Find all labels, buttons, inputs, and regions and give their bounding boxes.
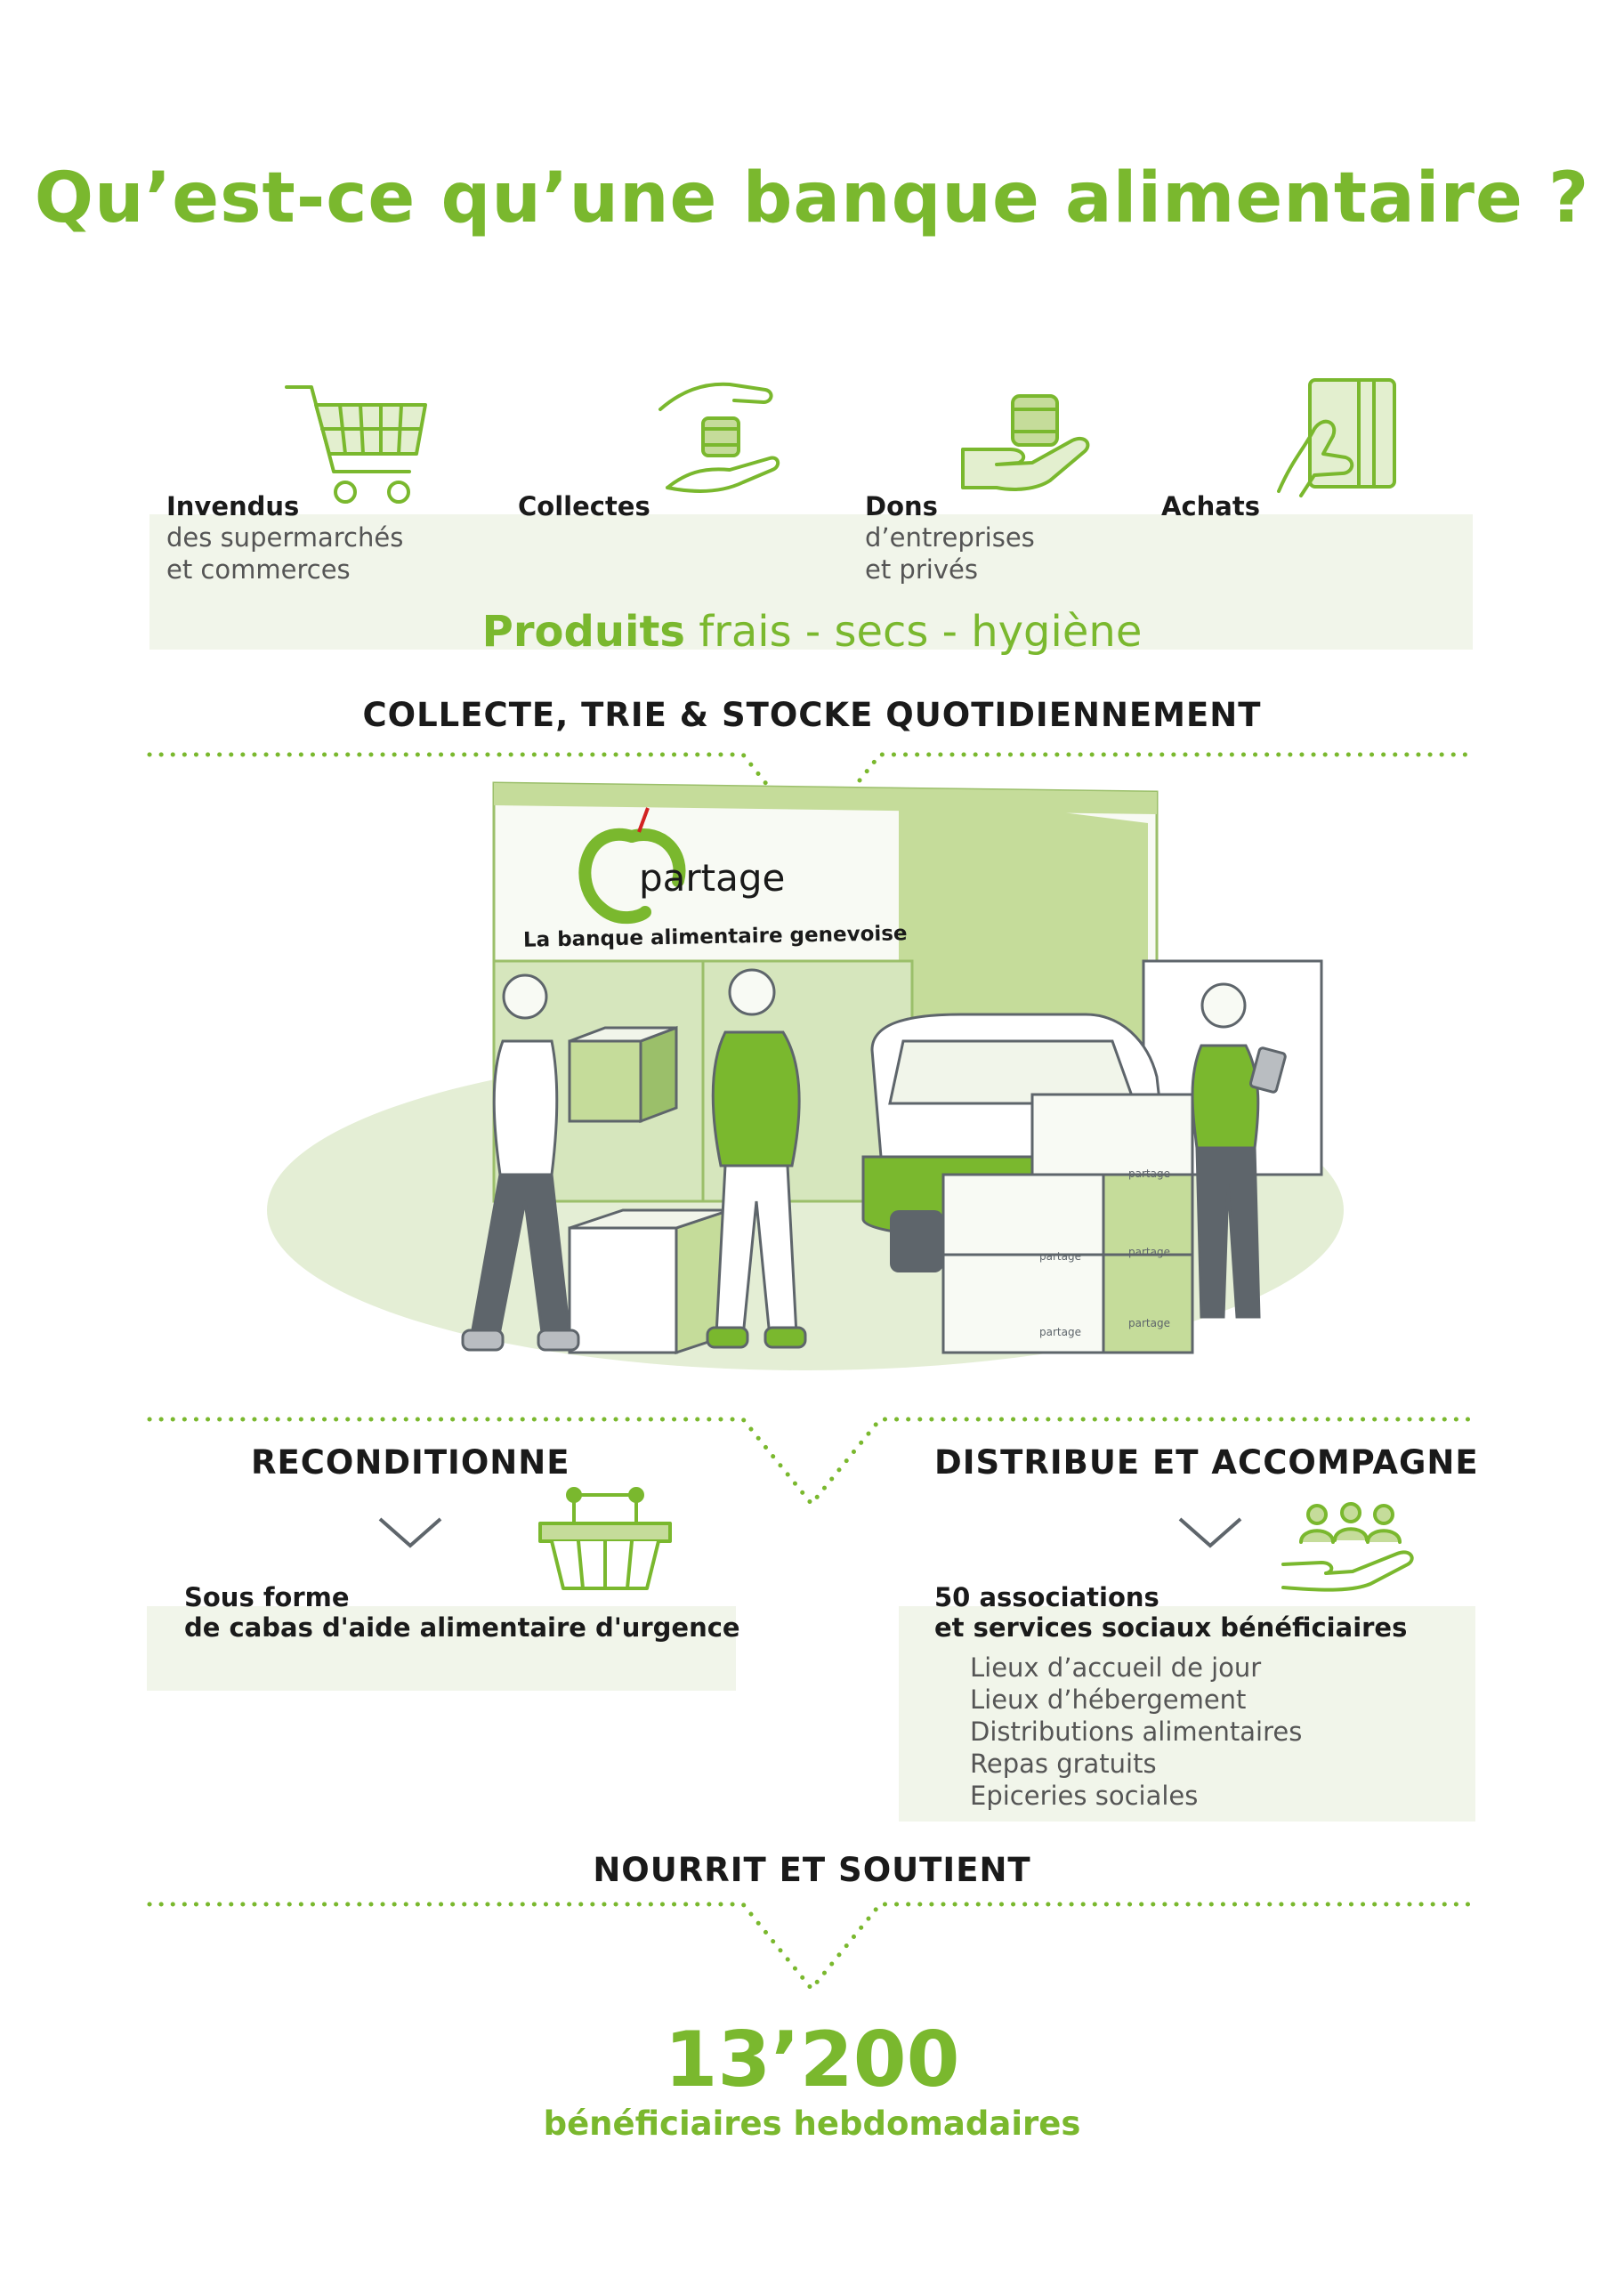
- distribute-panel: [899, 1606, 1475, 1822]
- logo-name: partage: [639, 856, 786, 900]
- distribute-list: Lieux d’accueil de jour Lieux d’hébergem…: [970, 1652, 1302, 1812]
- partage-apple-logo: [578, 807, 686, 925]
- page-title: Qu’est-ce qu’une banque alimentaire ?: [34, 158, 1590, 238]
- list-item: Distributions alimentaires: [970, 1717, 1303, 1747]
- box-logo-4: partage: [1039, 1326, 1081, 1338]
- products-strong: Produits: [481, 607, 685, 657]
- products-rest: frais - secs - hygiène: [684, 607, 1143, 657]
- list-item: Lieux d’hébergement: [970, 1684, 1247, 1715]
- box-logo-1: partage: [1128, 1167, 1170, 1180]
- chevron-down-icon: [1178, 1517, 1242, 1548]
- box-logo-2: partage: [1039, 1250, 1081, 1263]
- box-logo-3: partage: [1128, 1246, 1170, 1258]
- source-achats: Achats: [1161, 491, 1260, 521]
- list-item: Lieux d’accueil de jour: [970, 1652, 1262, 1683]
- beneficiaries-label: bénéficiaires hebdomadaires: [543, 2104, 1081, 2143]
- chevron-down-icon: [378, 1517, 442, 1548]
- payment-card-icon: [1277, 378, 1396, 497]
- recondition-text: Sous forme de cabas d'aide alimentaire d…: [184, 1582, 740, 1643]
- section-collect: COLLECTE, TRIE & STOCKE QUOTIDIENNEMENT: [362, 696, 1262, 734]
- list-item: Repas gratuits: [970, 1749, 1157, 1779]
- source-collectes: Collectes: [518, 491, 650, 521]
- section-distribute: DISTRIBUE ET ACCOMPAGNE: [934, 1443, 1479, 1482]
- shopping-cart-icon: [285, 385, 427, 504]
- distribute-text: 50 associations et services sociaux béné…: [934, 1582, 1408, 1643]
- donation-hands-icon: [658, 382, 780, 493]
- shopping-basket-icon: [538, 1487, 672, 1590]
- source-dons: Dons d’entreprises et privés: [865, 491, 1035, 585]
- sources-panel: [149, 514, 1473, 650]
- recondition-panel: [147, 1606, 736, 1691]
- beneficiaries-count: 13’200: [664, 2015, 960, 2104]
- box-logo-5: partage: [1128, 1317, 1170, 1329]
- list-item: Epiceries sociales: [970, 1781, 1199, 1811]
- section-feed: NOURRIT ET SOUTIENT: [593, 1851, 1031, 1889]
- products-line: Produits frais - secs - hygiène: [0, 607, 1624, 657]
- community-hand-icon: [1281, 1502, 1414, 1592]
- warehouse-illustration: [267, 781, 1344, 1370]
- can-in-hand-icon: [961, 394, 1090, 491]
- source-invendus: Invendus des supermarchés et commerces: [166, 491, 404, 585]
- section-recondition: RECONDITIONNE: [251, 1443, 570, 1482]
